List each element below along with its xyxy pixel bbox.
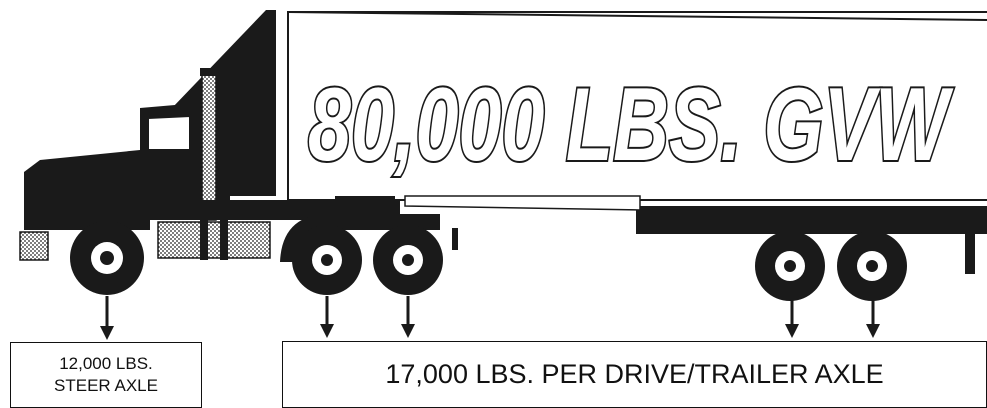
exhaust-cap	[200, 68, 218, 76]
drive-wheel-2	[373, 225, 443, 295]
exhaust-stack	[202, 72, 216, 220]
drive-arrow-2	[401, 296, 415, 338]
steer-axle-weight: 12,000 LBS.	[59, 353, 153, 375]
cab-window	[148, 116, 190, 150]
trailer-frame-front	[405, 196, 640, 210]
trailer-wheel-1	[755, 231, 825, 301]
tank-strap-1	[200, 220, 208, 260]
drive-wheel-1	[292, 225, 362, 295]
trailer-frame	[636, 206, 987, 234]
drive-trailer-axle-text: 17,000 LBS. PER DRIVE/TRAILER AXLE	[385, 359, 883, 390]
fifth-wheel	[335, 196, 395, 212]
trailer-gvw-text: 80,000 LBS. GVW	[308, 67, 954, 183]
front-bumper	[20, 232, 48, 260]
steer-arrow	[100, 296, 114, 340]
trailer-landing-gear	[452, 228, 458, 250]
steer-wheel	[70, 221, 144, 295]
trailer-mudflap	[965, 234, 975, 274]
tank-strap-2	[220, 220, 228, 260]
trailer-wheel-2	[837, 231, 907, 301]
drive-arrow-1	[320, 296, 334, 338]
steer-axle-name: STEER AXLE	[54, 375, 158, 397]
axle-arrows	[100, 296, 880, 340]
fuel-tank	[158, 222, 270, 258]
trailer-arrow-1	[785, 296, 799, 338]
steer-axle-label: 12,000 LBS. STEER AXLE	[10, 342, 202, 408]
trailer-arrow-2	[866, 296, 880, 338]
drive-trailer-axle-label: 17,000 LBS. PER DRIVE/TRAILER AXLE	[282, 341, 987, 408]
hood	[24, 150, 150, 230]
